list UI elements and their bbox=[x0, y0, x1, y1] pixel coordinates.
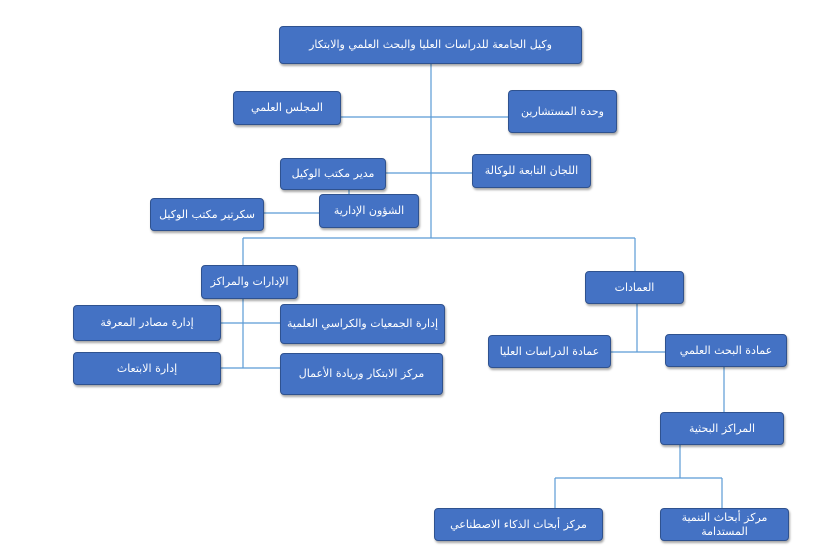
admin-affairs-box: الشؤون الإدارية bbox=[319, 194, 419, 228]
ai-center-box: مركز أبحاث الذكاء الاصطناعي bbox=[434, 508, 603, 541]
scholarships-box: إدارة الابتعاث bbox=[73, 352, 221, 385]
research-centers-box: المراكز البحثية bbox=[660, 412, 784, 445]
graduate-studies-box: عمادة الدراسات العليا bbox=[488, 335, 611, 368]
deanships-box: العمادات bbox=[585, 271, 684, 304]
departments-centers-box: الإدارات والمراكز bbox=[201, 265, 298, 299]
innovation-center-box: مركز الابتكار وريادة الأعمال bbox=[280, 353, 443, 395]
advisors-unit-box: وحدة المستشارين bbox=[508, 90, 617, 133]
societies-chairs-box: إدارة الجمعيات والكراسي العلمية bbox=[280, 304, 445, 344]
scientific-research-box: عمادة البحث العلمي bbox=[665, 334, 787, 367]
scientific-council-box: المجلس العلمي bbox=[233, 91, 341, 125]
office-secretary-box: سكرتير مكتب الوكيل bbox=[150, 198, 264, 231]
knowledge-sources-box: إدارة مصادر المعرفة bbox=[73, 305, 221, 341]
office-manager-box: مدير مكتب الوكيل bbox=[280, 158, 386, 190]
committees-box: اللجان التابعة للوكالة bbox=[472, 154, 591, 188]
vice-rector-box: وكيل الجامعة للدراسات العليا والبحث العل… bbox=[279, 26, 582, 64]
sustainable-center-box: مركز أبحاث التنمية المستدامة bbox=[660, 508, 789, 541]
